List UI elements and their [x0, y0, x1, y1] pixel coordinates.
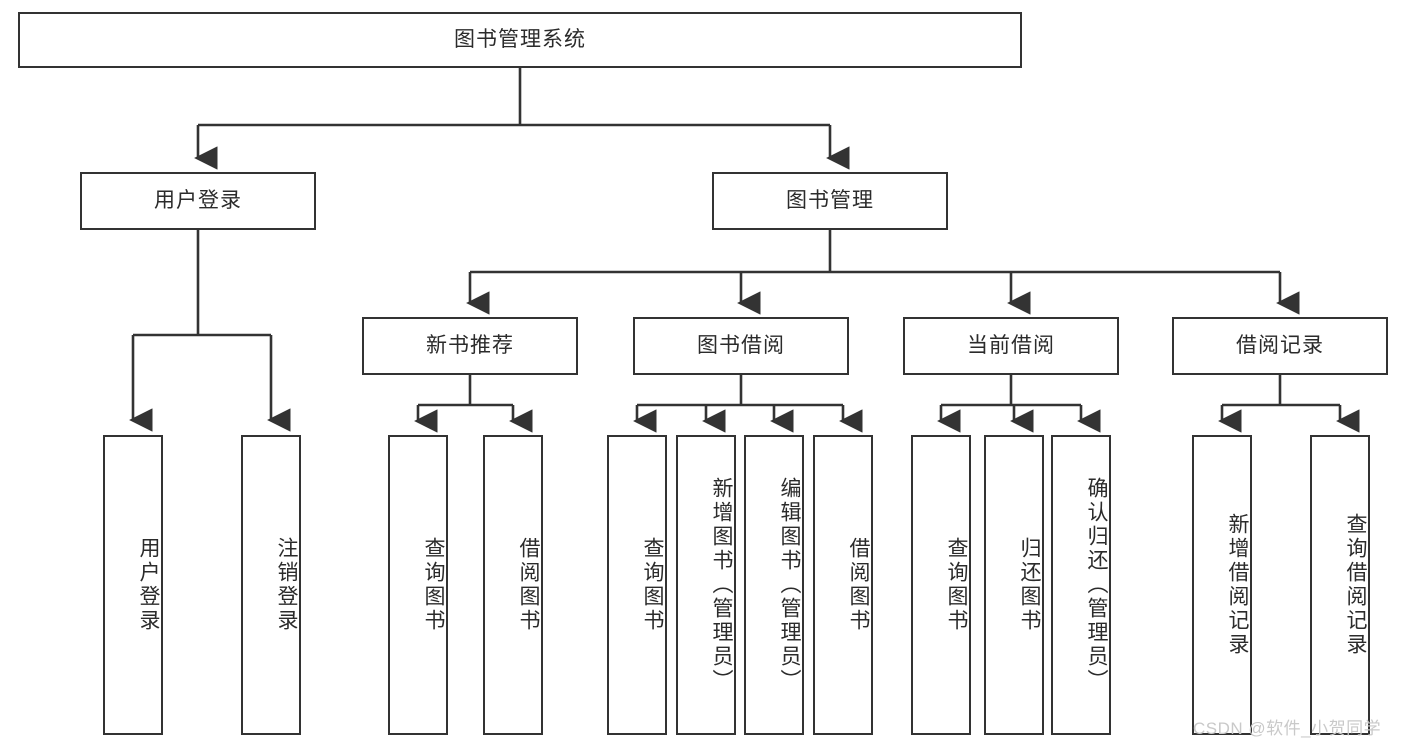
node-leaf-user-logout[interactable]: 注销登录 [241, 435, 301, 735]
node-leaf-borrow-book-1[interactable]: 借阅图书 [483, 435, 543, 735]
node-book-borrow-label: 图书借阅 [697, 334, 785, 358]
node-leaf-query-book-2-label: 查询图书 [641, 537, 664, 633]
node-leaf-user-login-label: 用户登录 [137, 537, 160, 633]
node-leaf-edit-book[interactable]: 编辑图书（管理员） [744, 435, 804, 735]
node-leaf-add-book-label: 新增图书（管理员） [710, 477, 733, 693]
node-leaf-query-book-3-label: 查询图书 [945, 537, 968, 633]
node-new-book-rec-label: 新书推荐 [426, 334, 514, 358]
node-leaf-query-book-3[interactable]: 查询图书 [911, 435, 971, 735]
node-leaf-confirm-return-label: 确认归还（管理员） [1085, 477, 1108, 693]
node-book-borrow[interactable]: 图书借阅 [633, 317, 849, 375]
node-book-manage-label: 图书管理 [786, 189, 874, 213]
node-leaf-add-record-label: 新增借阅记录 [1226, 513, 1249, 657]
node-leaf-query-record[interactable]: 查询借阅记录 [1310, 435, 1370, 735]
node-leaf-user-login[interactable]: 用户登录 [103, 435, 163, 735]
node-user-login[interactable]: 用户登录 [80, 172, 316, 230]
node-leaf-add-record[interactable]: 新增借阅记录 [1192, 435, 1252, 735]
node-root-label: 图书管理系统 [454, 28, 586, 52]
node-leaf-borrow-book-1-label: 借阅图书 [517, 537, 540, 633]
node-borrow-record[interactable]: 借阅记录 [1172, 317, 1388, 375]
node-leaf-user-logout-label: 注销登录 [275, 537, 298, 633]
node-leaf-return-book[interactable]: 归还图书 [984, 435, 1044, 735]
node-book-manage[interactable]: 图书管理 [712, 172, 948, 230]
node-current-borrow[interactable]: 当前借阅 [903, 317, 1119, 375]
node-leaf-borrow-book-2-label: 借阅图书 [847, 537, 870, 633]
node-leaf-return-book-label: 归还图书 [1018, 537, 1041, 633]
node-leaf-query-book-1[interactable]: 查询图书 [388, 435, 448, 735]
node-borrow-record-label: 借阅记录 [1236, 334, 1324, 358]
csdn-watermark: CSDN @软件_小贺同学 [1193, 719, 1382, 738]
node-user-login-label: 用户登录 [154, 189, 242, 213]
node-leaf-edit-book-label: 编辑图书（管理员） [778, 477, 801, 693]
node-current-borrow-label: 当前借阅 [967, 334, 1055, 358]
node-new-book-rec[interactable]: 新书推荐 [362, 317, 578, 375]
node-leaf-add-book[interactable]: 新增图书（管理员） [676, 435, 736, 735]
node-leaf-query-book-2[interactable]: 查询图书 [607, 435, 667, 735]
node-leaf-query-book-1-label: 查询图书 [422, 537, 445, 633]
node-leaf-confirm-return[interactable]: 确认归还（管理员） [1051, 435, 1111, 735]
node-leaf-query-record-label: 查询借阅记录 [1344, 513, 1367, 657]
node-leaf-borrow-book-2[interactable]: 借阅图书 [813, 435, 873, 735]
node-root[interactable]: 图书管理系统 [18, 12, 1022, 68]
